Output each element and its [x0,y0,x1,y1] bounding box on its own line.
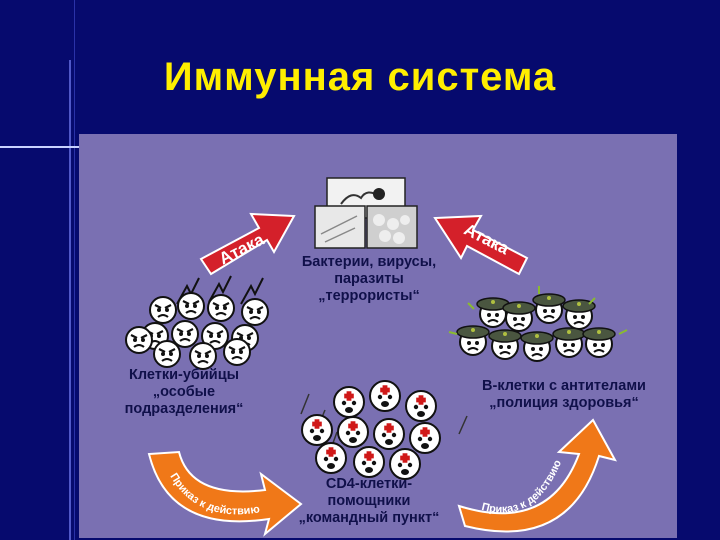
pathogen-images [314,177,418,249]
attack-arrow-left: Атака [199,212,296,276]
cd4-cells [300,380,468,480]
command-arrow-right: Приказ к действию [457,418,617,533]
label-cd4-cells: CD4-клетки- помощники „командный пункт“ [298,476,440,526]
decor-line-vertical-thin [74,0,75,540]
diagram-svg: Атака Атака [124,177,628,537]
decor-line-horizontal [0,146,80,148]
command-arrow-left: Приказ к действию [147,450,303,537]
label-bacteria: Бактерии, вирусы, паразиты „террористы“ [301,254,437,304]
b-cells [448,286,628,362]
label-killer-cells: Клетки-убийцы „особые подразделения“ [124,367,244,417]
decor-line-vertical [69,60,71,540]
label-b-cells: B-клетки с антителами „полиция здоровья“ [482,378,646,411]
diagram-panel: Атака Атака [79,134,677,538]
slide-title: Иммунная система [163,55,557,99]
attack-label-left: Атака [216,230,268,269]
killer-cells [124,275,270,371]
